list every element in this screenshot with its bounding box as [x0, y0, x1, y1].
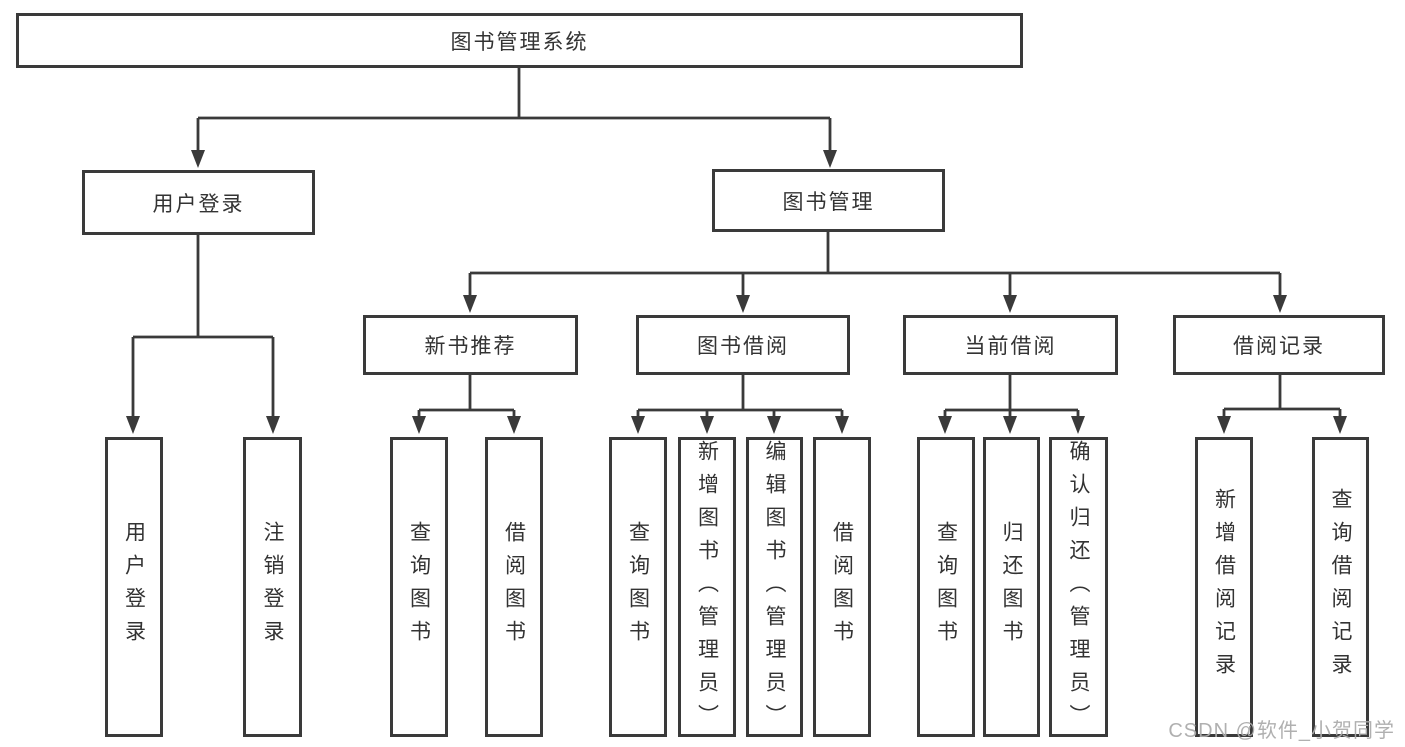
leaf-query-books-borrow-label: 查询图书 [626, 521, 650, 653]
node-new-book-recommend: 新书推荐 [363, 315, 578, 375]
node-root-label: 图书管理系统 [450, 30, 589, 54]
node-root: 图书管理系统 [16, 13, 1023, 68]
node-user-login-label: 用户登录 [152, 192, 245, 216]
leaf-return-books: 归还图书 [983, 437, 1040, 737]
leaf-query-borrow-record: 查询借阅记录 [1312, 437, 1369, 737]
leaf-logout-label: 注销登录 [261, 521, 284, 653]
leaf-borrow-books: 借阅图书 [813, 437, 871, 737]
leaf-logout: 注销登录 [243, 437, 302, 737]
node-borrow-records: 借阅记录 [1173, 315, 1385, 375]
leaf-query-borrow-record-label: 查询借阅记录 [1329, 488, 1352, 686]
node-borrow-records-label: 借阅记录 [1233, 335, 1325, 358]
node-book-borrow: 图书借阅 [636, 315, 850, 375]
leaf-user-login: 用户登录 [105, 437, 163, 737]
leaf-return-books-label: 归还图书 [1000, 521, 1023, 653]
leaf-borrow-books-recommend-label: 借阅图书 [502, 521, 526, 653]
arrowheads [126, 150, 1347, 434]
leaf-edit-books-admin-label: 编辑图书（管理员） [763, 440, 786, 737]
leaf-query-books-recommend-label: 查询图书 [407, 521, 431, 653]
leaf-confirm-return-admin: 确认归还（管理员） [1049, 437, 1108, 737]
leaf-query-books-current: 查询图书 [917, 437, 975, 737]
node-book-borrow-label: 图书借阅 [697, 335, 789, 358]
leaf-borrow-books-label: 借阅图书 [830, 521, 854, 653]
node-current-borrow-label: 当前借阅 [964, 335, 1057, 358]
leaf-add-books-admin-label: 新增图书（管理员） [695, 440, 719, 737]
leaf-user-login-label: 用户登录 [122, 521, 146, 653]
leaf-edit-books-admin: 编辑图书（管理员） [746, 437, 803, 737]
leaf-query-books-borrow: 查询图书 [609, 437, 667, 737]
leaf-add-borrow-record-label: 新增借阅记录 [1212, 488, 1236, 686]
node-user-login: 用户登录 [82, 170, 315, 235]
leaf-query-books-current-label: 查询图书 [934, 521, 958, 653]
leaf-add-borrow-record: 新增借阅记录 [1195, 437, 1253, 737]
node-current-borrow: 当前借阅 [903, 315, 1118, 375]
node-new-book-recommend-label: 新书推荐 [424, 335, 517, 358]
node-book-management-label: 图书管理 [782, 190, 875, 214]
leaf-query-books-recommend: 查询图书 [390, 437, 448, 737]
leaf-borrow-books-recommend: 借阅图书 [485, 437, 543, 737]
node-book-management: 图书管理 [712, 169, 945, 232]
leaf-add-books-admin: 新增图书（管理员） [678, 437, 736, 737]
leaf-confirm-return-admin-label: 确认归还（管理员） [1067, 440, 1090, 737]
csdn-watermark: CSDN @软件_小贺同学 [1168, 720, 1395, 742]
